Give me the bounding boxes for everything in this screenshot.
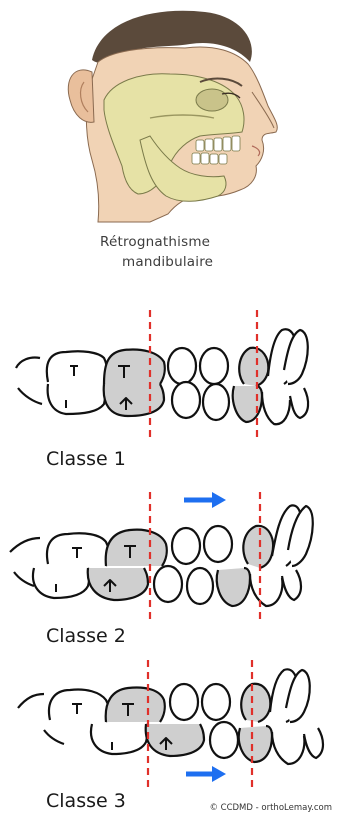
- right-arrow-icon: [212, 492, 226, 508]
- class3-dental-diagram: [0, 650, 338, 800]
- diagnosis-caption: Rétrognathisme mandibulaire: [100, 232, 270, 272]
- caption-line2: mandibulaire: [100, 252, 270, 272]
- class2-dental-diagram: [0, 480, 338, 630]
- profile-skull-illustration: [0, 0, 338, 225]
- caption-line1: Rétrognathisme: [100, 234, 210, 250]
- right-arrow-icon: [212, 766, 226, 782]
- class3-label: Classe 3: [46, 790, 126, 812]
- backward-arrow: [186, 766, 226, 782]
- class2-label: Classe 2: [46, 625, 126, 647]
- copyright-credit: © CCDMD - orthoLemay.com: [209, 803, 332, 813]
- molar-upper-1: [47, 351, 107, 384]
- class1-dental-diagram: [0, 300, 338, 450]
- molar-upper-2: [104, 350, 165, 385]
- forward-arrow: [184, 492, 226, 508]
- class1-label: Classe 1: [46, 448, 126, 470]
